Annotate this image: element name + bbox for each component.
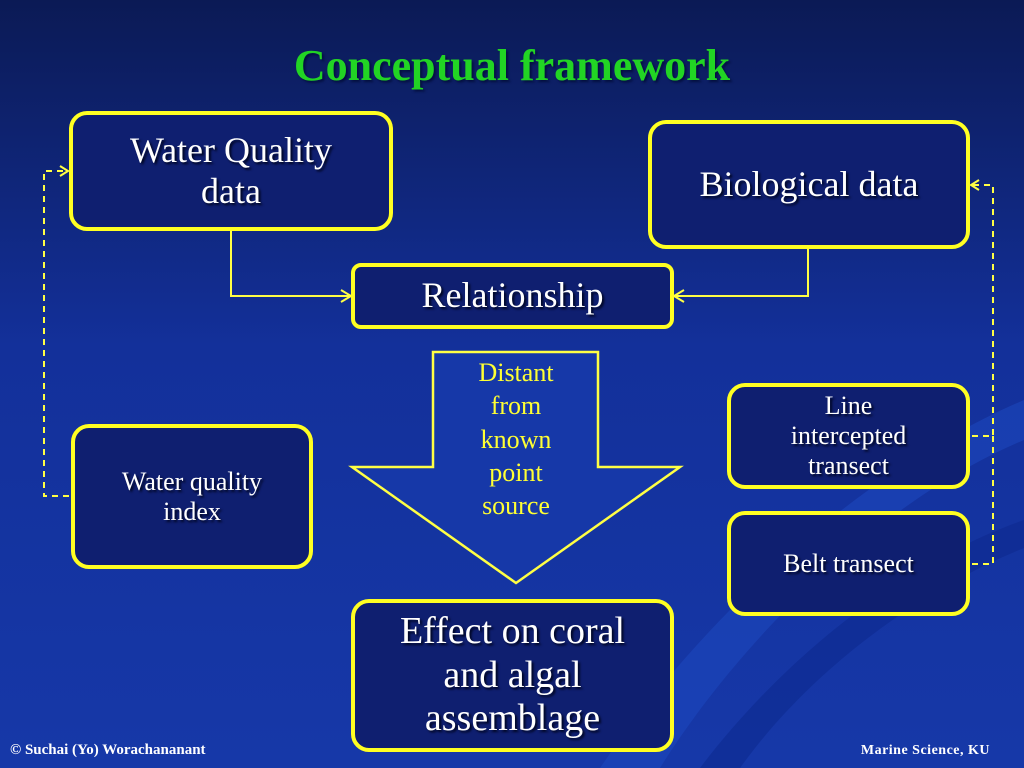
line-intercepted-transect-box: Line intercepted transect xyxy=(727,383,970,489)
water-quality-index-line1: Water quality xyxy=(121,466,263,496)
page-title: Conceptual framework xyxy=(293,41,731,90)
effect-box: Effect on coral and algal assemblage xyxy=(351,599,674,752)
water-quality-data-line1: Water Quality xyxy=(129,129,333,170)
biological-data-box: Biological data xyxy=(648,120,970,249)
arrow-label: Distant from known point source xyxy=(441,356,591,522)
footer-institution: Marine Science, KU xyxy=(860,743,990,758)
relationship-box: Relationship xyxy=(351,263,674,329)
belt-transect-label: Belt transect xyxy=(783,548,914,578)
biological-data-label: Biological data xyxy=(699,163,919,204)
arrow-label-line3: known xyxy=(480,424,552,454)
line-intercepted-line2: intercepted xyxy=(790,421,907,451)
relationship-label: Relationship xyxy=(421,275,604,316)
water-quality-data-box: Water Quality data xyxy=(69,111,393,231)
effect-line2: and algal xyxy=(443,653,582,696)
arrow-label-line4: point xyxy=(489,457,543,487)
arrow-label-line2: from xyxy=(490,391,542,421)
effect-line3: assemblage xyxy=(424,697,601,740)
belt-transect-box: Belt transect xyxy=(727,511,970,616)
water-quality-data-line2: data xyxy=(201,171,261,211)
arrow-label-line1: Distant xyxy=(478,358,554,387)
line-intercepted-line3: transect xyxy=(808,450,889,480)
arrow-label-line5: source xyxy=(482,491,550,521)
line-intercepted-line1: Line xyxy=(824,391,873,421)
footer-copyright: © Suchai (Yo) Worachananant xyxy=(10,742,206,758)
water-quality-index-box: Water quality index xyxy=(71,424,313,569)
water-quality-index-line2: index xyxy=(163,496,221,526)
effect-line1: Effect on coral xyxy=(399,609,626,652)
